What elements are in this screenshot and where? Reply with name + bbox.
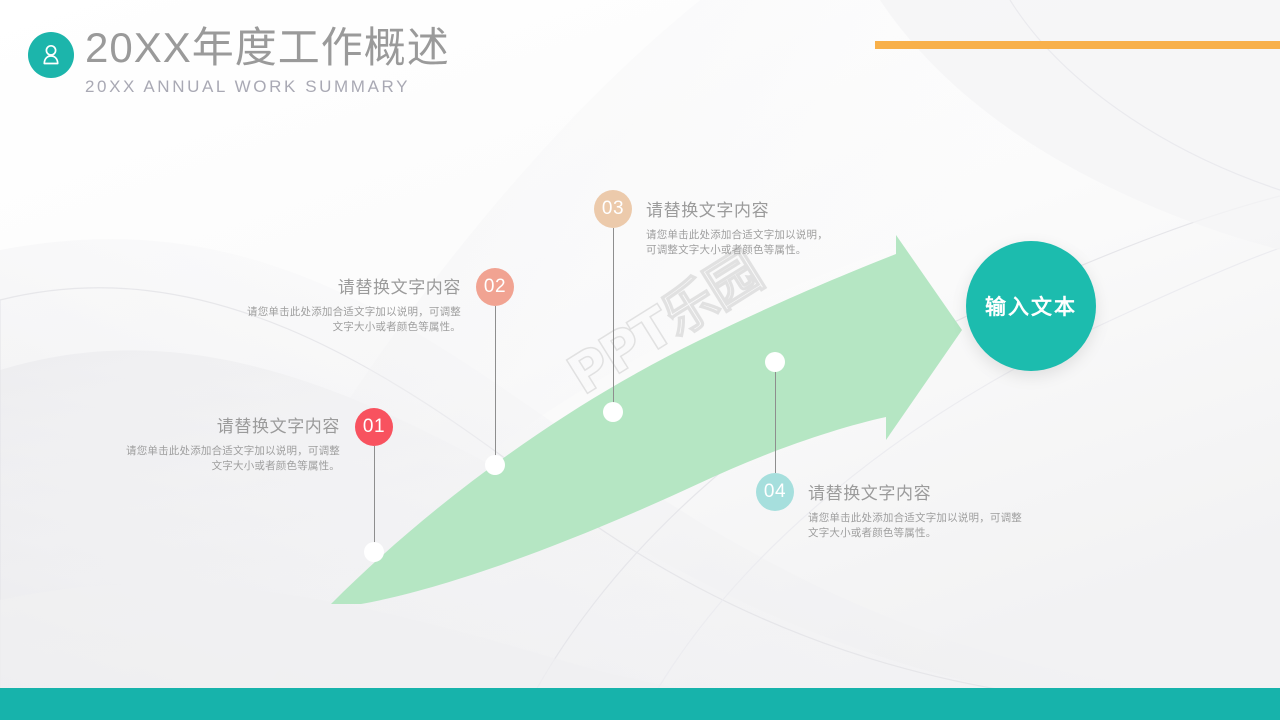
node-heading: 请替换文字内容 bbox=[646, 201, 770, 220]
node-anchor-dot bbox=[765, 352, 785, 372]
page-title: 20XX年度工作概述 bbox=[85, 24, 450, 71]
node-anchor-dot bbox=[603, 402, 623, 422]
title-block: 20XX年度工作概述 20XX ANNUAL WORK SUMMARY bbox=[85, 22, 785, 98]
node-connector-line bbox=[775, 362, 776, 473]
node-badge-04[interactable]: 04 bbox=[756, 473, 794, 511]
node-description: 请您单击此处添加合适文字加以说明，可调整 文字大小或者颜色等属性。 bbox=[808, 511, 1058, 541]
node-description-line-2: 文字大小或者颜色等属性。 bbox=[332, 321, 461, 333]
node-connector-line bbox=[374, 446, 375, 552]
node-description-line-1: 请您单击此处添加合适文字加以说明，可调整 bbox=[808, 512, 1022, 524]
node-description-line-1: 请您单击此处添加合适文字加以说明， bbox=[646, 229, 828, 241]
node-badge-02[interactable]: 02 bbox=[476, 268, 514, 306]
node-text-02: 请替换文字内容 请您单击此处添加合适文字加以说明，可调整 文字大小或者颜色等属性… bbox=[220, 276, 461, 335]
node-description-line-2: 文字大小或者颜色等属性。 bbox=[808, 527, 937, 539]
node-badge-01[interactable]: 01 bbox=[355, 408, 393, 446]
node-anchor-dot bbox=[364, 542, 384, 562]
bottom-accent-bar bbox=[0, 688, 1280, 720]
node-text-01: 请替换文字内容 请您单击此处添加合适文字加以说明，可调整 文字大小或者颜色等属性… bbox=[100, 415, 340, 474]
node-description: 请您单击此处添加合适文字加以说明，可调整 文字大小或者颜色等属性。 bbox=[220, 305, 461, 335]
page-subtitle: 20XX ANNUAL WORK SUMMARY bbox=[85, 77, 411, 96]
node-text-04: 请替换文字内容 请您单击此处添加合适文字加以说明，可调整 文字大小或者颜色等属性… bbox=[808, 482, 1058, 541]
node-description-line-2: 文字大小或者颜色等属性。 bbox=[211, 460, 340, 472]
node-description: 请您单击此处添加合适文字加以说明，可调整 文字大小或者颜色等属性。 bbox=[100, 444, 340, 474]
node-heading: 请替换文字内容 bbox=[808, 484, 932, 503]
node-heading: 请替换文字内容 bbox=[216, 417, 340, 436]
node-description-line-1: 请您单击此处添加合适文字加以说明，可调整 bbox=[247, 306, 461, 318]
user-avatar-icon bbox=[28, 32, 74, 78]
node-description: 请您单击此处添加合适文字加以说明， 可调整文字大小或者颜色等属性。 bbox=[646, 228, 906, 258]
node-badge-label: 02 bbox=[483, 276, 507, 297]
node-badge-label: 04 bbox=[763, 481, 787, 502]
node-badge-label: 01 bbox=[362, 416, 386, 437]
node-connector-line bbox=[495, 306, 496, 465]
node-text-03: 请替换文字内容 请您单击此处添加合适文字加以说明， 可调整文字大小或者颜色等属性… bbox=[646, 199, 906, 258]
watermark-text: PPT乐园 bbox=[556, 239, 772, 407]
node-heading: 请替换文字内容 bbox=[337, 278, 461, 297]
top-accent-bar bbox=[875, 41, 1280, 49]
end-node-label: 输入文本 bbox=[985, 296, 1077, 319]
node-description-line-2: 可调整文字大小或者颜色等属性。 bbox=[646, 244, 807, 256]
node-connector-line bbox=[613, 228, 614, 412]
node-badge-03[interactable]: 03 bbox=[594, 190, 632, 228]
node-description-line-1: 请您单击此处添加合适文字加以说明，可调整 bbox=[126, 445, 340, 457]
end-node-circle[interactable]: 输入文本 bbox=[966, 241, 1096, 371]
node-badge-label: 03 bbox=[601, 198, 625, 219]
node-anchor-dot bbox=[485, 455, 505, 475]
